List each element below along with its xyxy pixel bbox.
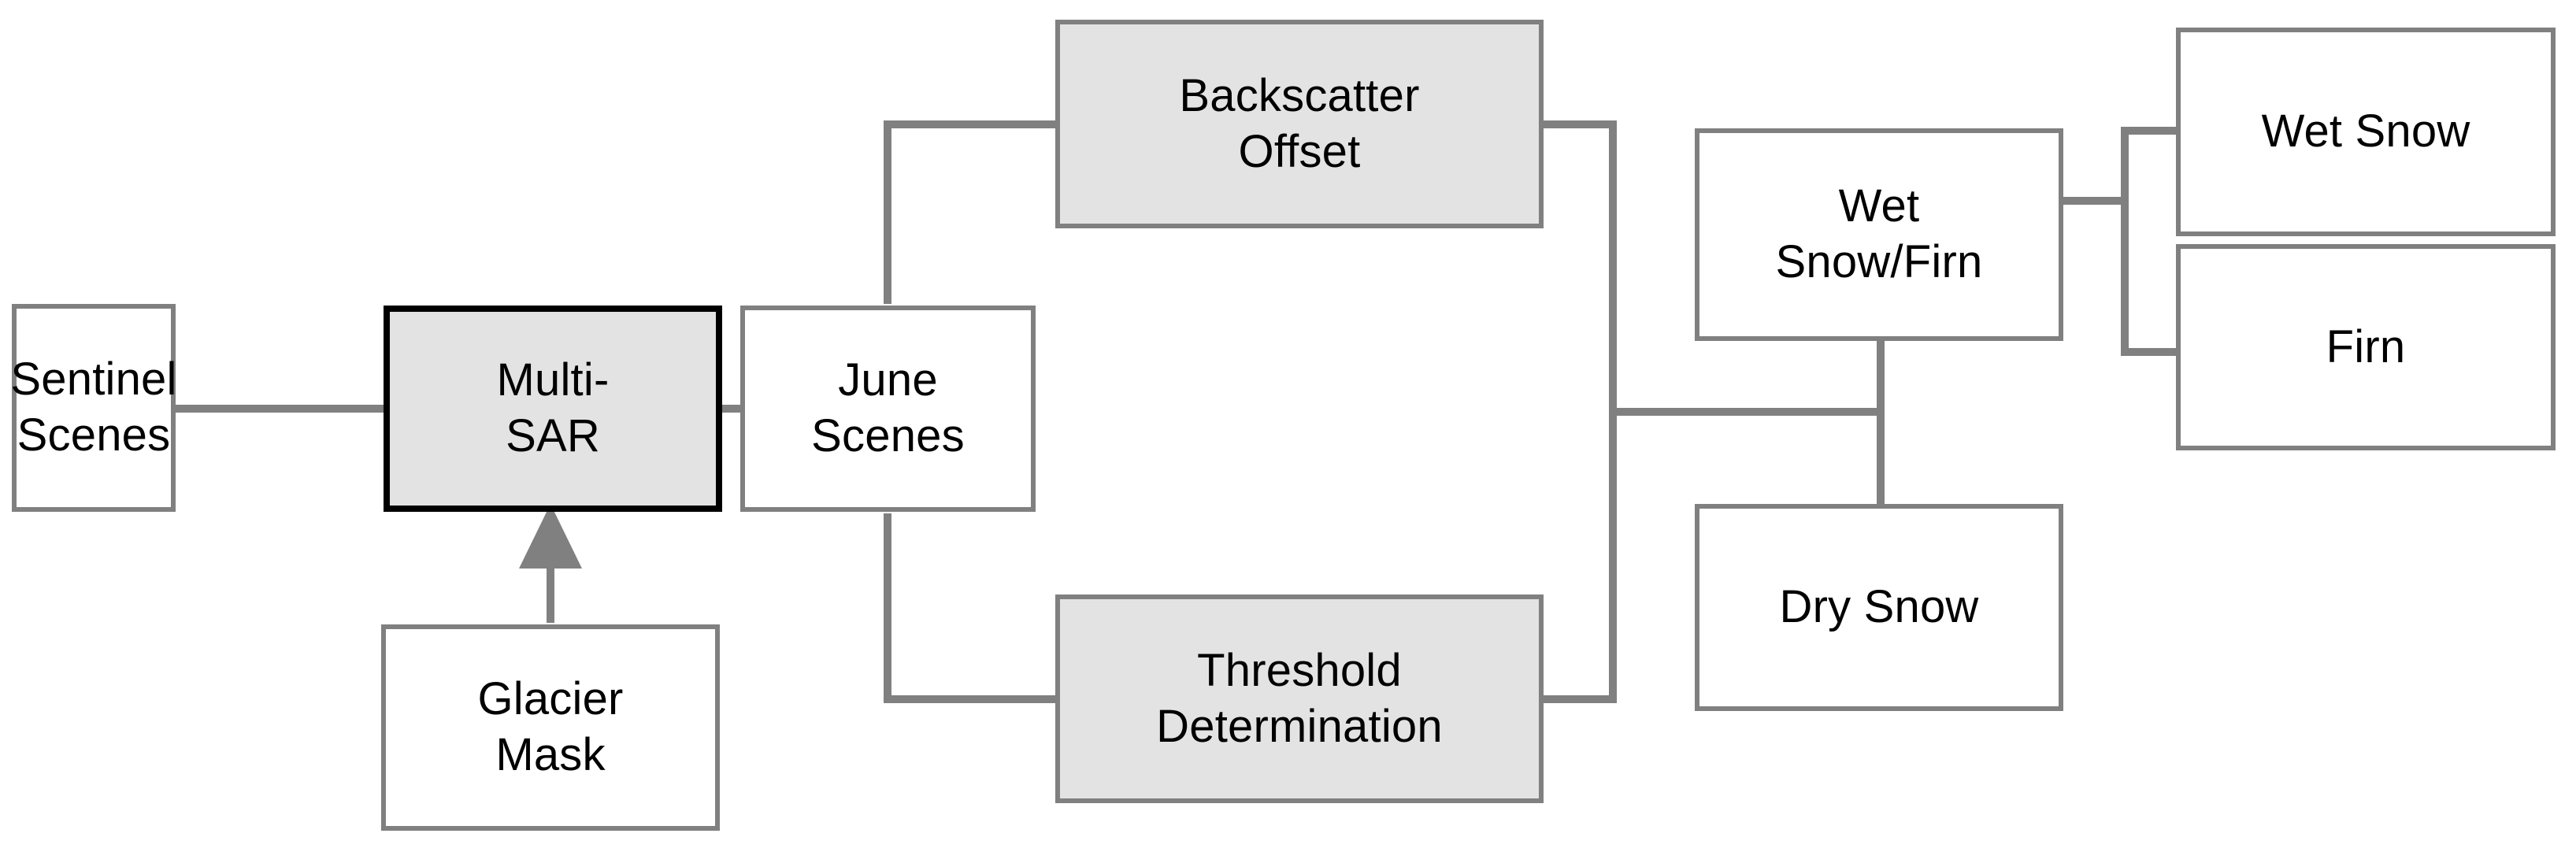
edge-wetsnowfirn-to-firn [2062, 197, 2178, 356]
node-wet-snow-firn-label: Wet Snow/Firn [1775, 180, 1983, 287]
edge-wetsnowfirn-to-wetsnow [2062, 127, 2178, 205]
node-june-scenes[interactable]: June Scenes [740, 306, 1036, 512]
node-multi-sar-label: Multi- SAR [496, 354, 610, 461]
node-multi-sar[interactable]: Multi- SAR [384, 306, 722, 512]
node-threshold-determination[interactable]: Threshold Determination [1055, 594, 1544, 803]
edge-backscatter-to-merge [1542, 120, 1617, 412]
edge-june-to-threshold [884, 513, 1057, 703]
node-dry-snow-label: Dry Snow [1779, 581, 1979, 633]
node-firn[interactable]: Firn [2176, 244, 2556, 450]
node-june-scenes-label: June Scenes [811, 354, 965, 461]
arrowhead-to-multisar [519, 504, 582, 569]
node-wet-snow-label: Wet Snow [2261, 106, 2470, 157]
node-wet-snow-firn[interactable]: Wet Snow/Firn [1695, 128, 2063, 341]
node-sentinel-scenes[interactable]: Sentinel Scenes [10, 304, 177, 512]
edge-threshold-to-merge [1542, 412, 1617, 703]
node-glacier-mask-label: Glacier Mask [477, 673, 624, 780]
node-firn-label: Firn [2326, 320, 2406, 372]
node-sentinel-scenes-label: Sentinel Scenes [10, 354, 177, 461]
node-backscatter-offset-label: Backscatter Offset [1179, 69, 1420, 177]
node-backscatter-offset[interactable]: Backscatter Offset [1055, 20, 1544, 228]
node-glacier-mask[interactable]: Glacier Mask [381, 624, 720, 831]
node-wet-snow[interactable]: Wet Snow [2176, 28, 2556, 236]
edge-june-to-backscatter [884, 120, 1057, 304]
node-dry-snow[interactable]: Dry Snow [1695, 504, 2063, 711]
node-threshold-determination-label: Threshold Determination [1156, 644, 1443, 752]
